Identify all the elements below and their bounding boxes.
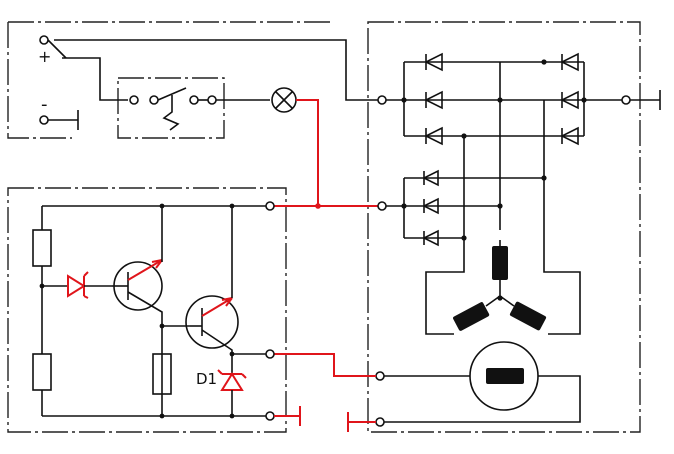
warning-lamp <box>271 87 297 113</box>
main-b-plus-wire <box>54 39 378 101</box>
alternator-ground <box>347 412 376 432</box>
diode-icon <box>424 52 443 72</box>
resistor-icon <box>32 229 52 267</box>
transistor-icon <box>185 206 239 354</box>
voltage-regulator: D1 <box>32 201 301 426</box>
zener-diode-icon <box>67 271 89 299</box>
diode-icon <box>424 126 443 146</box>
diode-icon <box>560 90 579 110</box>
diode-icon <box>422 169 439 187</box>
battery-to-switch-wire <box>62 57 128 101</box>
battery-plus-terminal <box>39 35 49 45</box>
battery-minus-terminal <box>39 115 49 125</box>
diode-icon <box>424 90 443 110</box>
resistor-icon <box>152 353 172 395</box>
d-plus-wire <box>296 99 319 206</box>
stator-windings <box>425 238 547 335</box>
d-plus-node <box>315 203 321 209</box>
battery-minus-label: - <box>41 94 48 115</box>
ignition-switch-box <box>117 77 225 139</box>
battery-plus-label: + <box>38 47 51 66</box>
df-wire <box>274 353 376 377</box>
diode-icon <box>560 126 579 146</box>
main-rectifier-bridge <box>377 52 661 146</box>
rotor <box>375 341 581 427</box>
alternator-box <box>367 21 641 433</box>
ignition-switch <box>129 87 217 131</box>
d1-label: D1 <box>196 370 217 388</box>
d1-diode-icon <box>217 369 247 391</box>
diode-icon <box>422 229 439 247</box>
diode-icon <box>422 197 439 215</box>
transistor-icon <box>112 206 163 416</box>
exciter-diodes <box>377 169 547 247</box>
resistor-icon <box>32 353 52 391</box>
winding-a <box>492 246 508 280</box>
battery: + - <box>38 35 79 130</box>
winding-b <box>453 302 490 331</box>
winding-c <box>509 301 547 331</box>
diode-icon <box>560 52 579 72</box>
battery-box <box>7 21 330 139</box>
phase-wires <box>461 59 581 335</box>
regulator-ground <box>274 406 301 426</box>
regulator-box <box>7 187 287 433</box>
